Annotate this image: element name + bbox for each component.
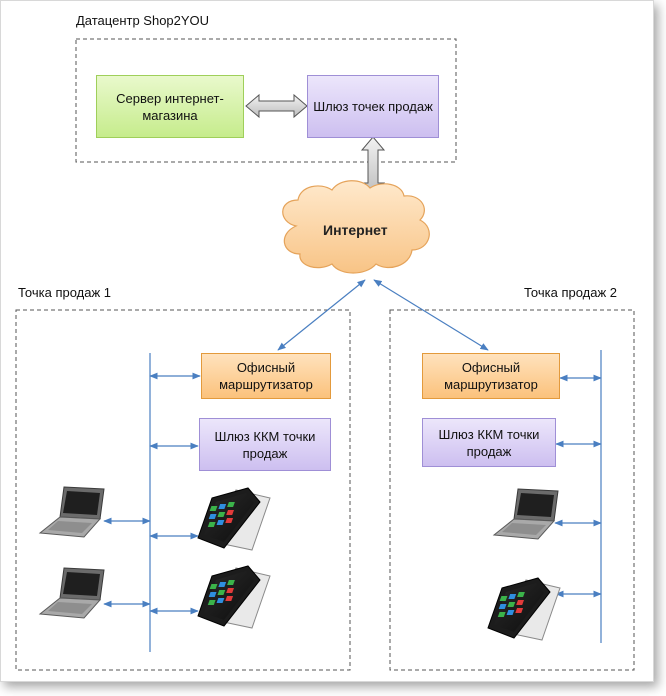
laptop-icon [38,567,105,619]
point2-group [389,309,635,671]
point2-kkm-gateway-box: Шлюз ККМ точки продаж [422,418,556,467]
datacenter-group [75,38,457,163]
internet-label: Интернет [323,222,388,238]
laptop-icon [38,486,105,538]
datacenter-label: Датацентр Shop2YOU [76,13,210,28]
point2-router-box: Офисный маршрутизатор [422,353,560,399]
point1-router-box: Офисный маршрутизатор [201,353,331,399]
point1-label: Точка продаж 1 [18,285,112,300]
link-internet-point1 [277,279,366,351]
point2-label: Точка продаж 2 [524,285,618,300]
pos-terminal-icon [197,487,271,551]
pos-terminal-icon [487,577,561,641]
pos-terminal-icon [197,565,271,629]
laptop-icon [492,488,559,540]
point1-group [15,309,351,671]
pos-gateway-box: Шлюз точек продаж [307,75,439,138]
web-store-server-box: Сервер интернет-магазина [96,75,244,138]
cloud-icon [282,180,430,274]
link-internet-point2 [373,279,489,351]
point1-kkm-gateway-box: Шлюз ККМ точки продаж [199,418,331,471]
double-arrow-icon [245,93,308,119]
